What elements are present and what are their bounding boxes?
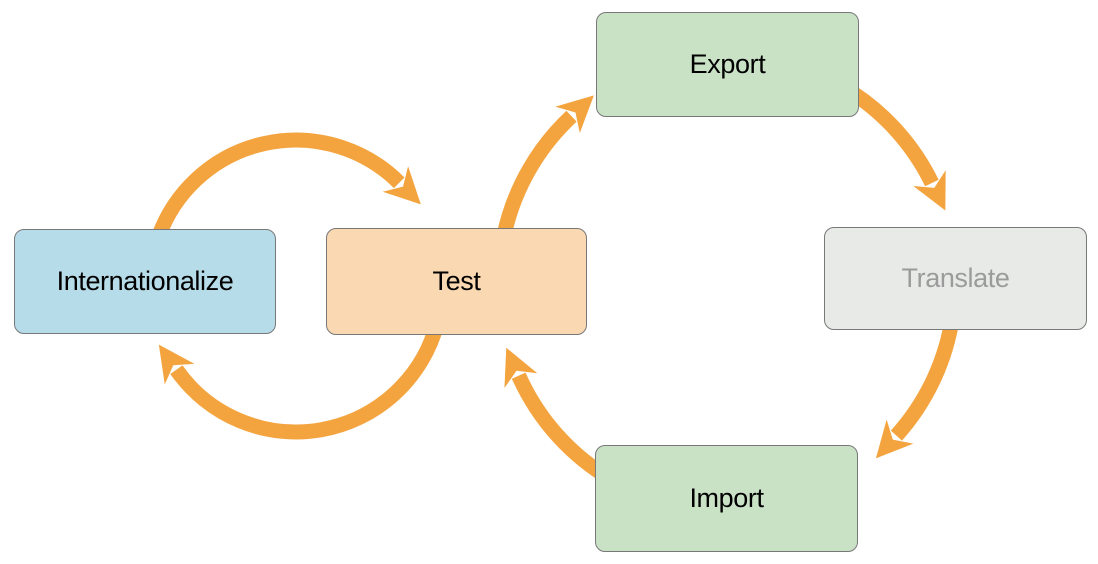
node-translate-label: Translate: [901, 263, 1010, 293]
node-import-label: Import: [689, 483, 764, 513]
arrow-translate-to-import: [875, 313, 961, 459]
node-test-label: Test: [432, 266, 481, 296]
node-export: Export: [596, 12, 859, 117]
arrow-test-to-export: [497, 95, 594, 234]
node-export-label: Export: [689, 49, 766, 79]
node-internationalize-label: Internationalize: [56, 266, 234, 296]
node-translate: Translate: [824, 227, 1087, 330]
arrow-internationalize-to-test: [151, 132, 421, 239]
node-internationalize: Internationalize: [14, 229, 276, 334]
node-test: Test: [326, 228, 587, 335]
node-import: Import: [595, 445, 858, 552]
arrow-test-to-internationalize: [158, 321, 445, 440]
